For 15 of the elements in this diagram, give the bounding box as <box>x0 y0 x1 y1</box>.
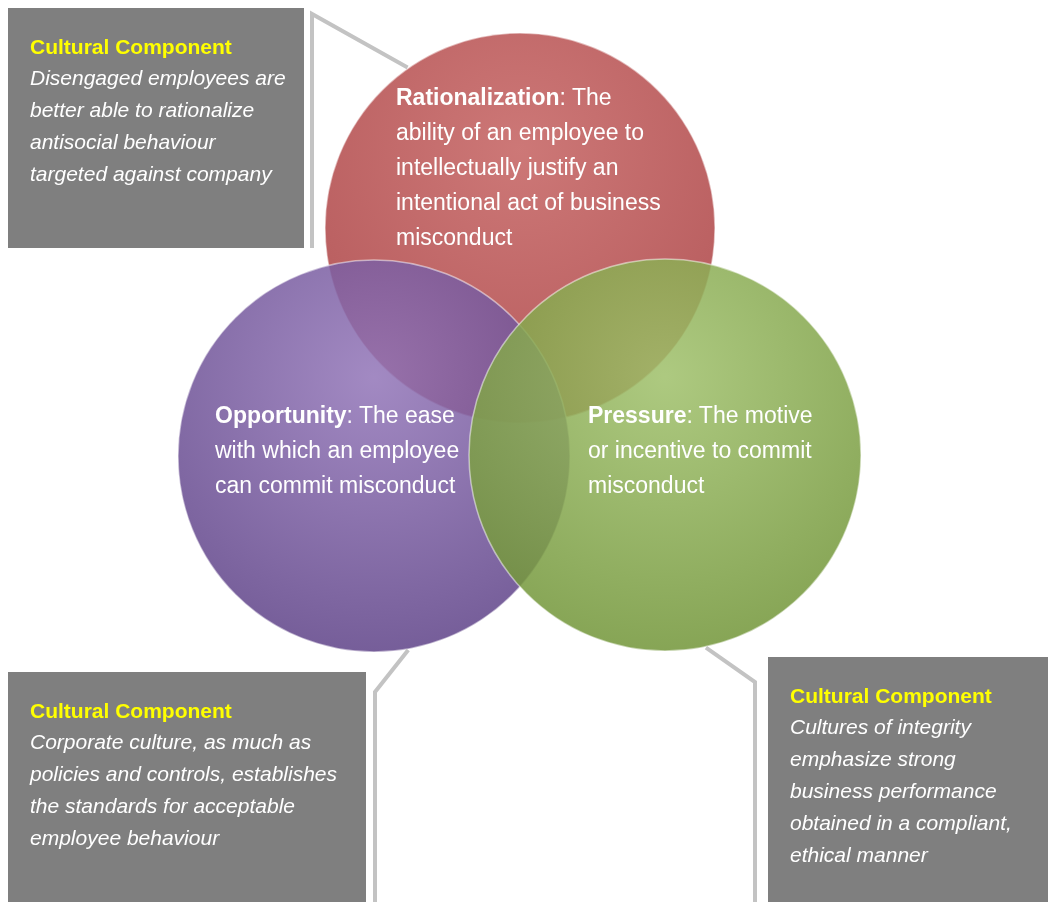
callout-heading: Cultural Component <box>30 34 233 60</box>
callout-heading: Cultural Component <box>790 683 993 709</box>
leader-line <box>704 646 757 902</box>
circle-text: Opportunity: The ease with which an employee can commit misconduct <box>215 401 461 500</box>
callout-box <box>768 657 1048 902</box>
callout-text: Corporate culture, as much as policies and controls, establishes the standards for acceptable employee behaviour <box>30 729 338 851</box>
callout-box <box>8 672 366 902</box>
leader-line <box>373 648 410 902</box>
circle-text: Rationalization: The ability of an employee to intellectually justify an intentional act of business misconduct <box>396 83 662 252</box>
callout-text: Disengaged employees are better able to rationalize antisocial behaviour targeted against company <box>30 65 287 187</box>
circle-text: Pressure: The motive or incentive to commit misconduct <box>588 401 814 500</box>
callout-text: Cultures of integrity emphasize strong business performance obtained in a compliant, ethical manner <box>790 714 1013 868</box>
leader-line <box>310 10 409 248</box>
callout-box <box>8 8 304 248</box>
callout-heading: Cultural Component <box>30 698 233 724</box>
